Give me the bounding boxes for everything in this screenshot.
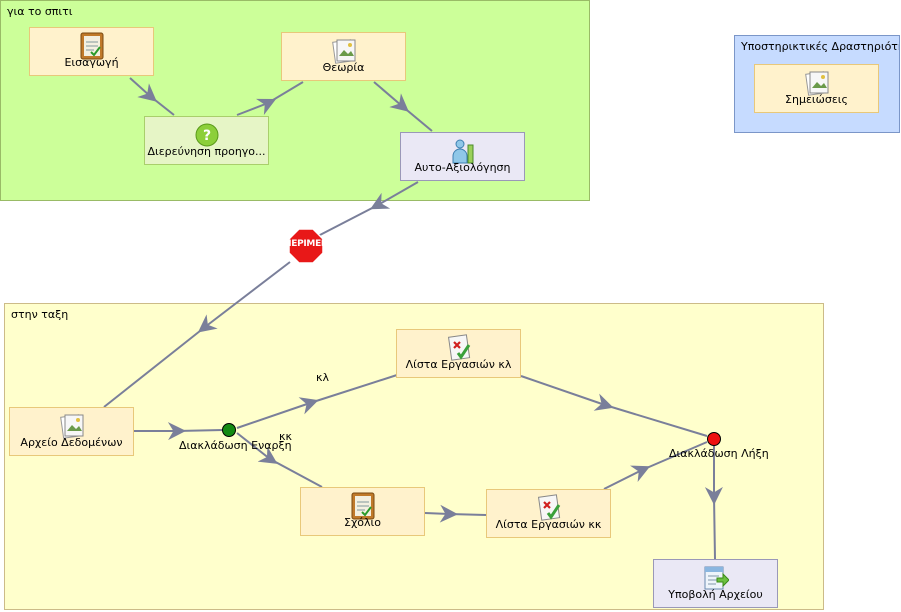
branch-start-label: Διακλάδωση Εναρξη <box>179 439 292 452</box>
node-intro[interactable]: Εισαγωγή <box>29 27 154 76</box>
node-file-submit[interactable]: Υποβολή Αρχείου <box>653 559 778 608</box>
edge-stop-datafile <box>103 261 291 408</box>
stop-gate[interactable]: ΠΕΡΙΜΕΝΕ <box>284 228 328 264</box>
edge-kl-end <box>520 375 708 437</box>
node-data-file-label: Αρχείο Δεδομένων <box>20 436 123 449</box>
node-comment[interactable]: Σχόλιο <box>300 487 425 536</box>
stop-sign-icon <box>288 228 324 264</box>
edge-datafile-start <box>134 422 224 441</box>
checklist-icon <box>447 334 470 361</box>
node-explore[interactable]: ? Διερεύνηση προηγο... <box>144 116 269 165</box>
branch-label-kk: κκ <box>279 430 292 443</box>
image-page-icon <box>59 414 83 439</box>
node-self-assessment[interactable]: Αυτο-Αξιολόγηση <box>400 132 525 181</box>
node-notes[interactable]: Σημειώσεις <box>754 64 879 113</box>
edge-kk-end <box>603 441 708 490</box>
notepad-icon <box>80 32 103 60</box>
node-explore-label: Διερεύνηση προηγο... <box>147 145 266 158</box>
node-task-list-kl-label: Λίστα Εργασιών κλ <box>405 358 512 371</box>
branch-start-gate[interactable] <box>222 423 236 437</box>
node-file-submit-label: Υποβολή Αρχείου <box>668 588 763 601</box>
node-data-file[interactable]: Αρχείο Δεδομένων <box>9 407 134 456</box>
node-task-list-kk[interactable]: Λίστα Εργασιών κκ <box>486 489 611 538</box>
node-task-list-kl[interactable]: Λίστα Εργασιών κλ <box>396 329 521 378</box>
person-chart-icon <box>452 139 473 164</box>
branch-end-gate[interactable] <box>707 432 721 446</box>
node-theory[interactable]: Θεωρία <box>281 32 406 81</box>
branch-end-label: Διακλάδωση Λήξη <box>669 447 769 460</box>
node-self-assessment-label: Αυτο-Αξιολόγηση <box>414 161 511 174</box>
question-mark-icon: ? <box>195 123 218 147</box>
node-intro-label: Εισαγωγή <box>64 56 119 69</box>
image-page-icon <box>804 71 828 96</box>
node-task-list-kk-label: Λίστα Εργασιών κκ <box>495 518 602 531</box>
file-upload-icon <box>704 566 729 590</box>
edge-comment-kk <box>424 504 487 523</box>
node-comment-label: Σχόλιο <box>344 516 381 529</box>
edge-theory-selfassess <box>373 81 433 132</box>
group-support-title: Υποστηρικτικές Δραστηριότητες <box>741 40 899 53</box>
edge-selfassess-stop <box>317 181 419 237</box>
branch-label-kl: κλ <box>316 371 329 384</box>
notepad-icon <box>351 492 374 520</box>
group-class-title: στην ταξη <box>11 308 69 321</box>
group-home-title: για το σπιτι <box>7 5 73 18</box>
stop-gate-label: ΠΕΡΙΜΕΝΕ <box>284 239 328 249</box>
image-page-icon <box>331 39 355 64</box>
checklist-icon <box>537 494 560 521</box>
node-notes-label: Σημειώσεις <box>785 93 848 106</box>
edge-start-kl <box>236 374 398 429</box>
node-theory-label: Θεωρία <box>322 61 365 74</box>
edge-start-comment <box>236 432 323 488</box>
edge-intro-explore <box>129 77 175 116</box>
edge-end-submit <box>704 446 723 560</box>
edge-explore-theory <box>236 81 304 116</box>
svg-text:?: ? <box>202 128 210 144</box>
